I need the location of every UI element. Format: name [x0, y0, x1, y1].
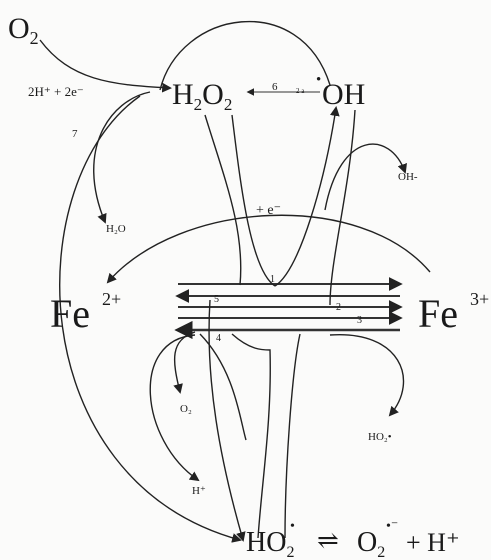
label-reaction-3: 3 [357, 315, 362, 326]
label-ho2: HO2 [246, 527, 294, 560]
arrow-left-loop [59, 95, 242, 543]
label-ho2-dot: • [290, 519, 295, 534]
label-o2-small: O₂ [180, 403, 192, 415]
arrow-top-arc [159, 20, 331, 91]
curve-right-down [284, 333, 301, 539]
curve-h2o2-left [204, 114, 242, 286]
label-reaction-4: 4 [216, 333, 221, 344]
arrow-to-h-plus [149, 334, 200, 482]
arrow-to-ho2-small [329, 334, 405, 417]
curve-center-down [231, 333, 271, 539]
reaction-rails [174, 277, 403, 340]
arrow-fe3-to-fe2 [106, 214, 431, 284]
arrow-o2-to-h2o2 [39, 39, 172, 93]
label-reaction-7: 7 [72, 128, 78, 140]
label-o2-radical: O2 [357, 527, 385, 560]
arrow-reaction-7 [93, 91, 151, 224]
label-ho2-small: HO₂• [368, 431, 392, 443]
label-equilibrium: ⇌ [317, 526, 339, 555]
arrow-to-oh [274, 106, 340, 287]
label-h2o2: H2O2 [172, 78, 232, 114]
label-reaction-2: 2 [336, 302, 341, 313]
label-h2o: H₂O [106, 223, 126, 235]
curve-h2o2-mid [231, 114, 276, 287]
label-fe3: Fe [418, 291, 458, 336]
label-reaction-6-extra: 2 a [296, 87, 305, 95]
curve-inner-left [199, 333, 247, 441]
label-proton-electron: 2H⁺ + 2e⁻ [28, 84, 84, 99]
arrow-to-oh-minus [324, 143, 407, 211]
arrow-to-o2-small [173, 331, 196, 394]
curve-oh-right [329, 109, 356, 306]
label-electron-gain: + e⁻ [256, 203, 281, 218]
label-plus-h: + H⁺ [406, 528, 460, 557]
label-reaction-6: 6 [272, 81, 278, 93]
label-h-plus-small: H⁺ [192, 485, 206, 497]
arrow-rail5-to-ho2 [208, 299, 246, 542]
label-fe2-charge: 2+ [102, 289, 121, 309]
label-o2-radical-charge: •⁻ [386, 519, 398, 534]
label-fe3-charge: 3+ [470, 289, 489, 309]
label-oh-dot: • [316, 72, 321, 88]
label-reaction-1: 1 [270, 274, 275, 285]
label-oh: OH [322, 78, 365, 111]
label-o2: O2 [8, 12, 39, 48]
label-fe2: Fe [50, 291, 90, 336]
label-oh-minus: OH- [398, 171, 418, 183]
label-reaction-5: 5 [214, 294, 219, 305]
